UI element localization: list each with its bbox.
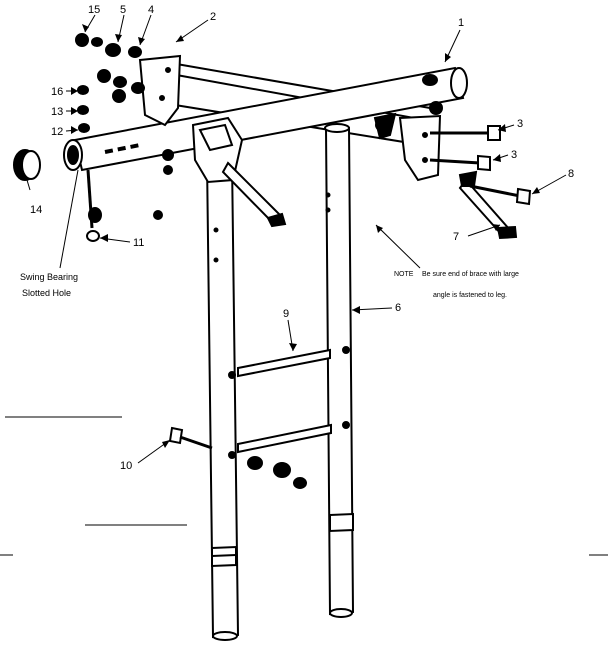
page-rules xyxy=(0,416,608,556)
callout-4: 4 xyxy=(148,4,154,16)
bolt-8 xyxy=(469,184,532,206)
assembly-note: NOTE Be sure end of brace with large ang… xyxy=(394,271,519,299)
callout-1: 1 xyxy=(458,17,464,29)
callout-7: 7 xyxy=(453,231,459,243)
callout-2: 2 xyxy=(210,11,216,23)
callout-5: 5 xyxy=(120,4,126,16)
callout-9: 9 xyxy=(283,308,289,320)
hardware-cluster xyxy=(75,33,443,220)
callout-14: 14 xyxy=(30,204,42,216)
front-leg xyxy=(205,159,240,641)
rear-leg xyxy=(324,123,355,618)
swing-bearing-line-1: Swing Bearing xyxy=(20,272,78,282)
callout-3-upper: 3 xyxy=(517,118,523,130)
top-rail xyxy=(63,66,468,172)
bolt-10 xyxy=(168,426,213,450)
callout-8: 8 xyxy=(568,168,574,180)
callout-10: 10 xyxy=(120,460,132,472)
callout-numbers: 1 2 3 3 4 5 6 7 8 9 10 11 12 13 14 15 16 xyxy=(30,4,574,472)
note-line-1: Be sure end of brace with large xyxy=(422,271,519,278)
callout-13: 13 xyxy=(51,106,63,118)
swing-bearing-label: Swing Bearing Slotted Hole xyxy=(20,272,78,298)
callout-11: 11 xyxy=(133,237,144,249)
ladder-rungs xyxy=(237,348,332,454)
callout-16: 16 xyxy=(51,86,63,98)
callout-12: 12 xyxy=(51,126,63,138)
end-cap xyxy=(13,149,41,181)
bolts-3 xyxy=(429,125,501,172)
callout-15: 15 xyxy=(88,4,100,16)
leader-arrowheads xyxy=(71,24,540,448)
right-brace xyxy=(458,170,518,240)
callout-3-lower: 3 xyxy=(511,149,517,161)
note-line-2: angle is fastened to leg. xyxy=(433,292,507,299)
callout-6: 6 xyxy=(395,302,401,314)
left-brace xyxy=(221,161,287,228)
swing-bearing-line-2: Slotted Hole xyxy=(22,288,71,298)
left-bracket xyxy=(138,54,182,127)
rung-nuts xyxy=(247,456,307,489)
swing-hook xyxy=(86,169,102,242)
note-title: NOTE xyxy=(394,271,414,278)
